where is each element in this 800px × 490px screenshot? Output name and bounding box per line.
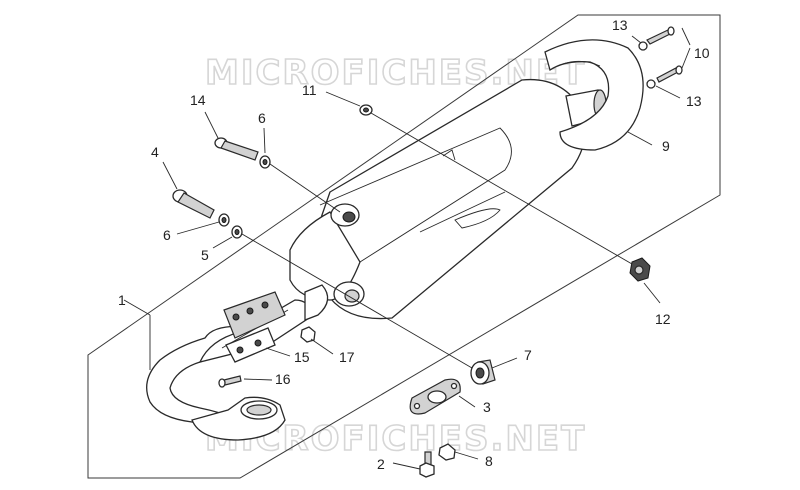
washer-6-mid	[218, 213, 230, 227]
muffler-bushing-top	[330, 203, 360, 227]
callout-16: 16	[275, 371, 291, 387]
washer-13-bottom	[646, 79, 656, 89]
callout-13-bottom: 13	[686, 93, 702, 109]
callout-11: 11	[302, 82, 317, 98]
callout-1: 1	[118, 292, 126, 308]
washer-11	[359, 104, 373, 116]
leader-lines	[123, 27, 691, 470]
callouts: 1 2 3 4 5 6 6 7 8 9 10 11 12 13 13 14 15…	[118, 17, 710, 472]
exhaust-flange	[223, 291, 286, 363]
callout-9: 9	[662, 138, 670, 154]
nut-17	[300, 326, 316, 343]
callout-6-top: 6	[258, 110, 266, 126]
nut-12	[629, 257, 651, 282]
callout-13-top: 13	[612, 17, 628, 33]
callout-8: 8	[485, 453, 493, 469]
callout-7: 7	[524, 347, 532, 363]
callout-14: 14	[190, 92, 206, 108]
assembly-frame	[87, 14, 721, 479]
spacer-7	[470, 359, 496, 385]
bolt-16	[218, 375, 242, 388]
screw-10-bottom	[656, 65, 683, 83]
bolt-4	[172, 189, 215, 219]
callout-17: 17	[339, 349, 355, 365]
callout-5: 5	[201, 247, 209, 263]
callout-4: 4	[151, 144, 159, 160]
washer-5	[231, 225, 243, 239]
nut-8	[438, 443, 456, 461]
callout-2: 2	[377, 456, 385, 472]
callout-12: 12	[655, 311, 671, 327]
screw-10-top	[646, 26, 675, 45]
gasket-3	[409, 378, 461, 415]
washer-13-top	[638, 41, 648, 51]
callout-6-left: 6	[163, 227, 171, 243]
callout-15: 15	[294, 349, 310, 365]
muffler-body	[289, 78, 586, 320]
muffler-bushing-bottom	[333, 281, 365, 307]
callout-10: 10	[694, 45, 710, 61]
callout-3: 3	[483, 399, 491, 415]
washer-6-top	[259, 155, 271, 169]
bolt-14	[214, 137, 259, 161]
muffler-cover	[544, 39, 644, 151]
stud-2	[419, 451, 435, 478]
